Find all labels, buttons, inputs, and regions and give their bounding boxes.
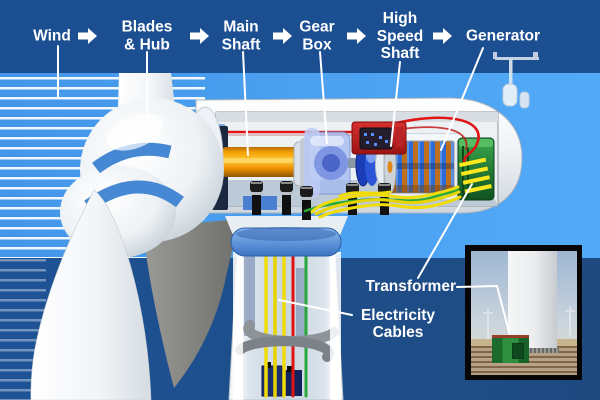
inset-photo: [471, 251, 577, 375]
flow-step-generator: Generator: [465, 27, 541, 45]
flow-step-blades-hub: Blades & Hub: [121, 18, 173, 54]
inset-distant-turbine-left: [483, 308, 493, 339]
inset-transformer-box: [492, 335, 529, 363]
inset-tower: [508, 251, 557, 350]
inset-distant-turbine-right: [565, 306, 575, 337]
right-arrow-icon: [273, 28, 292, 44]
callout-electricity-cables: Electricity Cables: [360, 307, 436, 341]
tower-platforms: [235, 320, 339, 362]
rotor-hub: [30, 73, 224, 400]
right-arrow-icon: [190, 28, 209, 44]
right-arrow-icon: [347, 28, 366, 44]
main-shaft: [222, 147, 298, 177]
inset-transformer-door: [512, 343, 524, 359]
blade-front: [30, 189, 152, 400]
electricity-cables-tower: [264, 248, 308, 398]
header-band: [0, 0, 600, 73]
right-arrow-icon: [78, 28, 97, 44]
flow-step-main-shaft: Main Shaft: [221, 18, 261, 54]
inset-tower-base: [506, 348, 559, 353]
nacelle: [195, 97, 523, 220]
tower: [228, 248, 344, 400]
gearbox: [304, 128, 351, 198]
control-box: [351, 121, 407, 155]
flow-step-gear-box: Gear Box: [299, 18, 335, 54]
flow-step-wind: Wind: [33, 27, 71, 45]
right-arrow-icon: [433, 28, 452, 44]
anemometer-icon: [493, 52, 539, 109]
nacelle-mount: [225, 216, 348, 257]
transformer-photo-inset: [465, 245, 582, 380]
blade-rear: [143, 219, 240, 388]
callout-transformer: Transformer: [365, 278, 456, 295]
flow-step-high-speed-shaft: High Speed Shaft: [376, 9, 424, 62]
